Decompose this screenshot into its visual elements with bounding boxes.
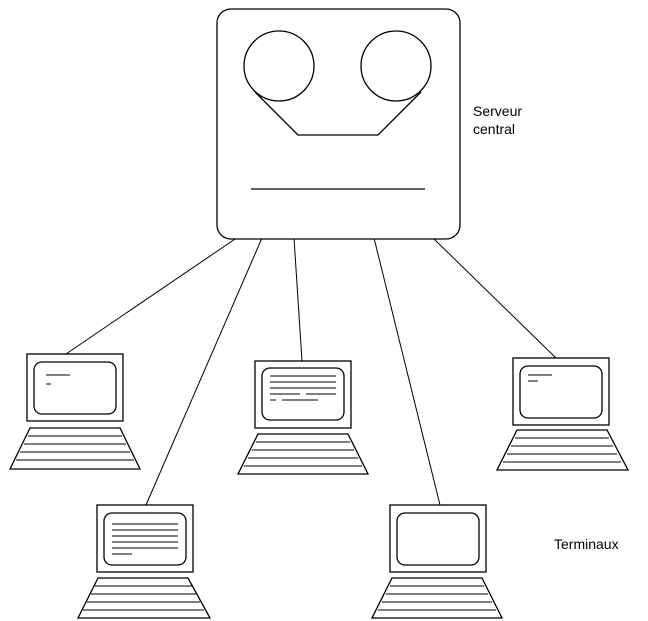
terminal-2-monitor <box>96 504 194 573</box>
terminal-3-screen <box>261 367 345 421</box>
server-label-line1: Serveur <box>473 103 523 119</box>
terminal-2 <box>76 504 212 619</box>
terminal-1-screen <box>33 361 117 415</box>
terminal-2-screen <box>103 512 187 566</box>
terminal-5-monitor <box>512 357 610 426</box>
server-box <box>216 8 461 240</box>
server-label: Serveur central <box>473 102 563 138</box>
connection-line-terminal-1 <box>65 236 239 355</box>
terminal-1-monitor <box>26 353 124 422</box>
terminal-4-keyboard-icon <box>370 577 504 619</box>
terminal-5-screen <box>519 365 603 419</box>
terminal-5-keyboard-icon <box>495 429 630 471</box>
tape-reel-right-icon <box>360 30 432 102</box>
terminal-4-screen <box>396 512 480 566</box>
connection-line-terminal-4 <box>373 237 441 506</box>
terminal-1 <box>8 353 142 470</box>
terminal-5 <box>495 357 630 471</box>
server-label-line2: central <box>473 121 516 137</box>
tape-reel-left-icon <box>243 30 315 102</box>
terminal-3 <box>236 360 370 475</box>
terminal-4 <box>370 504 504 619</box>
terminal-1-keyboard-icon <box>8 427 142 470</box>
connection-line-terminal-2 <box>145 237 263 506</box>
terminal-3-monitor <box>254 360 352 429</box>
connection-line-terminal-5 <box>432 237 557 359</box>
terminals-label: Terminaux <box>554 536 619 552</box>
connection-line-terminal-3 <box>293 237 303 362</box>
connection-lines <box>65 236 557 506</box>
terminal-4-monitor <box>389 504 487 573</box>
central-server <box>216 8 461 240</box>
terminal-3-keyboard-icon <box>236 433 370 475</box>
tape-path <box>254 91 422 136</box>
terminal-2-keyboard-icon <box>76 577 212 619</box>
